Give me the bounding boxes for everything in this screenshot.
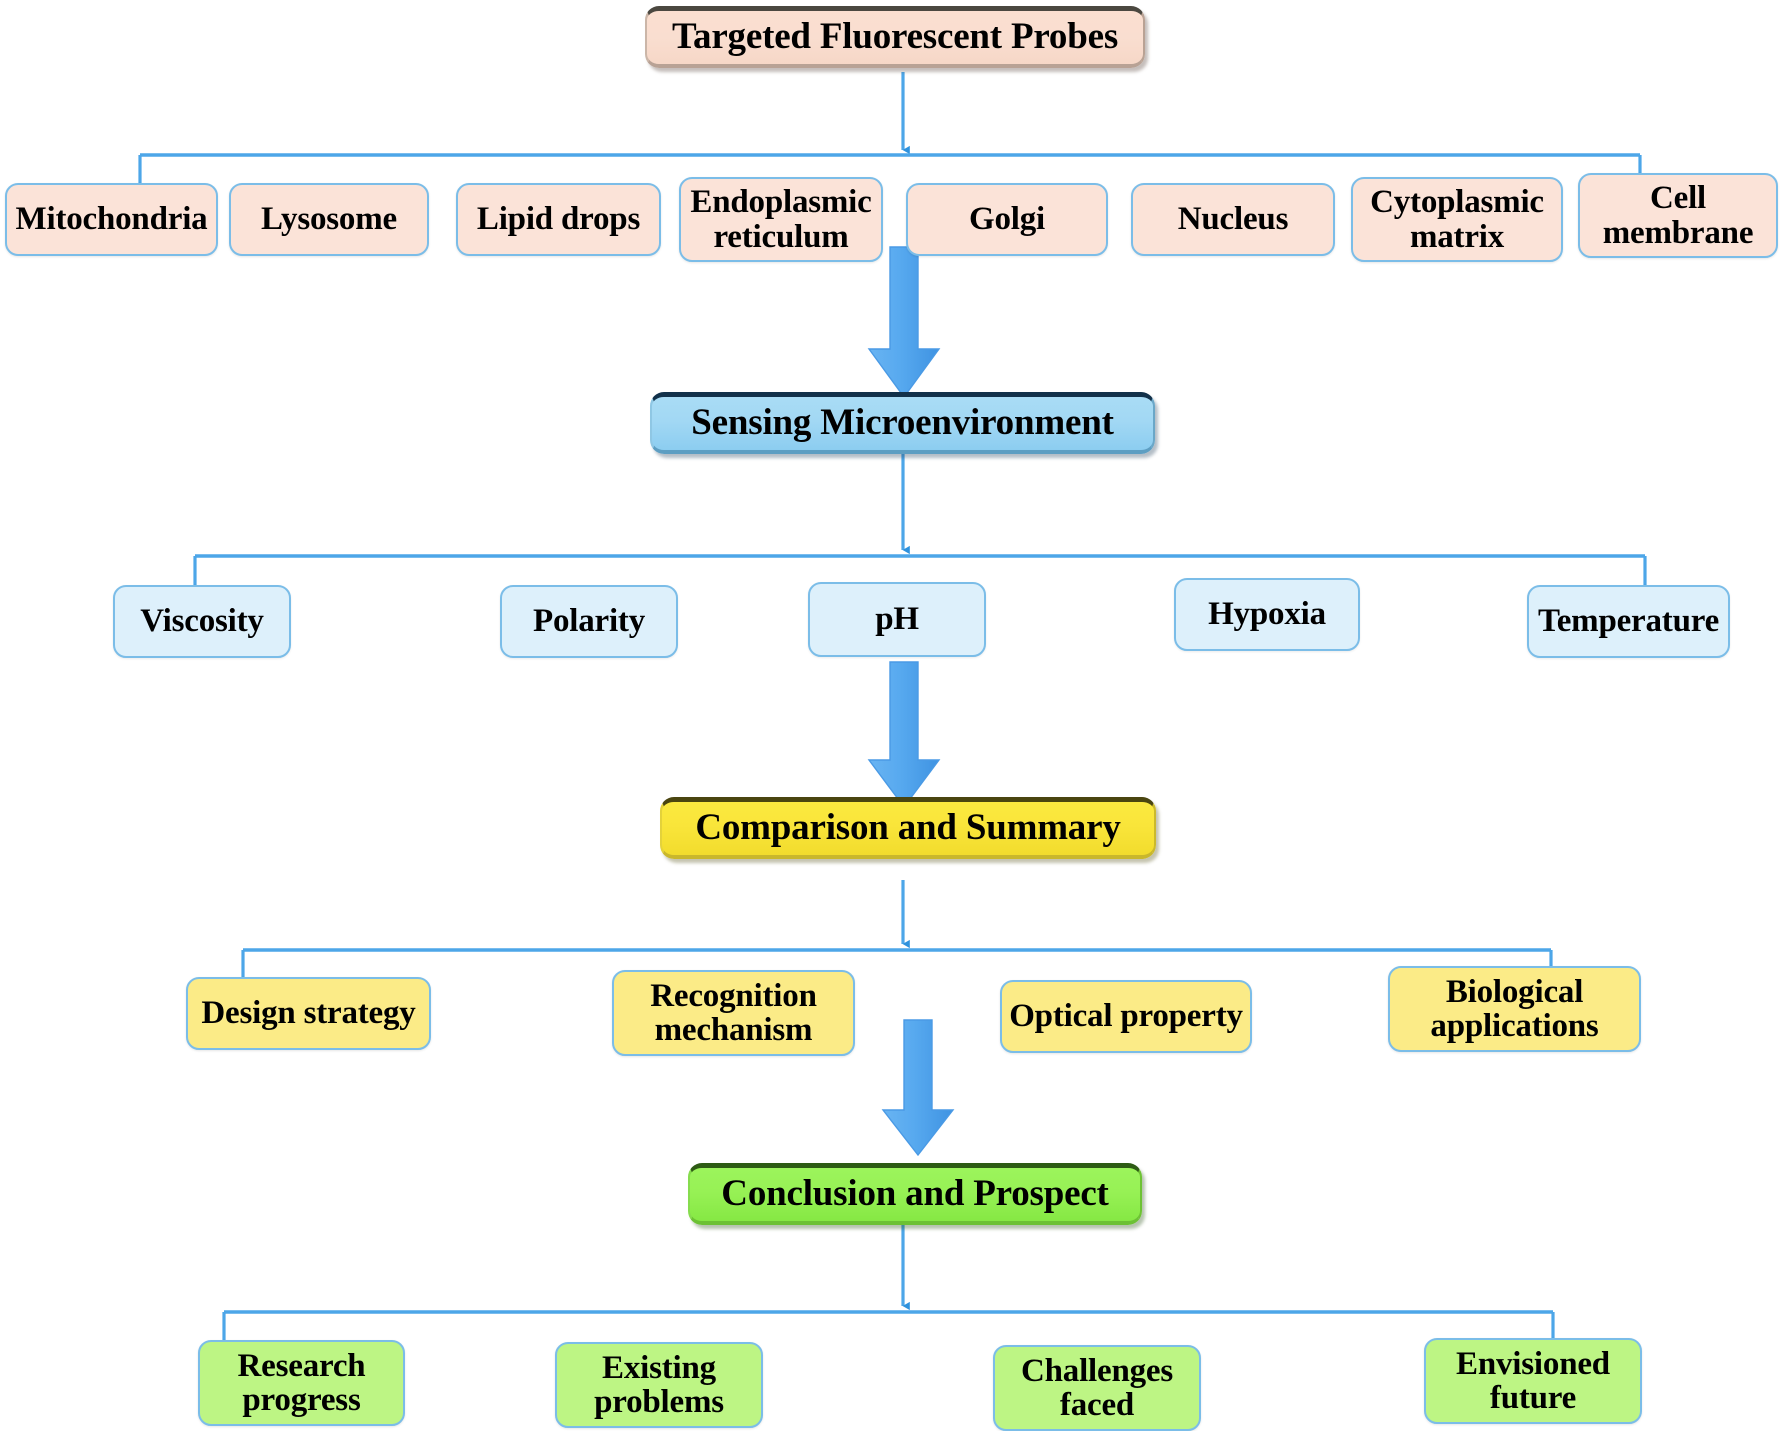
node-label: Nucleus [1177,201,1289,238]
node-label: Lipid drops [476,201,641,238]
node-temperature[interactable]: Temperature [1527,585,1730,658]
node-recognition-mechanism[interactable]: Recognition mechanism [612,970,855,1056]
node-label: Mitochondria [15,201,208,238]
node-cell-membrane[interactable]: Cell membrane [1578,173,1778,258]
node-nucleus[interactable]: Nucleus [1131,183,1335,256]
node-polarity[interactable]: Polarity [500,585,678,658]
node-label: Design strategy [201,995,416,1032]
node-sensing-microenvironment[interactable]: Sensing Microenvironment [650,392,1155,454]
node-label-line1: Existing [602,1349,716,1386]
node-lysosome[interactable]: Lysosome [229,183,429,256]
node-mitochondria[interactable]: Mitochondria [5,183,218,256]
node-label-line2: applications [1430,1008,1599,1044]
node-label-line1: Cytoplasmic [1370,184,1544,221]
node-ph[interactable]: pH [808,582,986,657]
node-existing-problems[interactable]: Existing problems [555,1342,763,1428]
node-label: Conclusion and Prospect [721,1173,1109,1215]
node-label-line2: problems [594,1384,724,1420]
node-label-line2: future [1489,1380,1577,1416]
node-label: Temperature [1537,603,1720,640]
node-label-line2: progress [242,1382,361,1418]
node-design-strategy[interactable]: Design strategy [186,977,431,1050]
node-label-line2: mechanism [654,1012,813,1048]
node-label: Optical property [1009,998,1243,1035]
node-optical-property[interactable]: Optical property [1000,980,1252,1053]
node-label-line2: faced [1059,1387,1135,1423]
node-label-line1: Endoplasmic [690,184,872,221]
node-label: Polarity [532,603,646,640]
block-arrow-properties-to-comparison [867,661,941,809]
node-label: Hypoxia [1208,596,1326,633]
node-label-line2: matrix [1409,218,1505,255]
node-label-line1: Biological [1445,973,1584,1010]
node-research-progress[interactable]: Research progress [198,1340,405,1426]
node-label-line2: reticulum [713,218,849,255]
node-challenges-faced[interactable]: Challenges faced [993,1345,1201,1431]
node-label-line2: membrane [1602,214,1754,251]
node-lipid-drops[interactable]: Lipid drops [456,183,661,256]
node-viscosity[interactable]: Viscosity [113,585,291,658]
node-label-line1: Challenges [1020,1352,1173,1389]
node-label: Targeted Fluorescent Probes [671,16,1119,58]
node-biological-applications[interactable]: Biological applications [1388,966,1641,1052]
node-cytoplasmic-matrix[interactable]: Cytoplasmic matrix [1351,177,1563,262]
node-label: Sensing Microenvironment [691,402,1114,444]
node-label: Golgi [968,201,1045,238]
node-label-line1: Recognition [650,977,817,1014]
node-envisioned-future[interactable]: Envisioned future [1424,1338,1642,1424]
node-label-line1: Envisioned [1456,1345,1610,1382]
node-comparison-and-summary[interactable]: Comparison and Summary [660,797,1156,859]
node-hypoxia[interactable]: Hypoxia [1174,578,1360,651]
node-targeted-fluorescent-probes[interactable]: Targeted Fluorescent Probes [645,6,1145,68]
node-label-line1: Cell [1649,180,1706,217]
node-label: Comparison and Summary [695,807,1121,849]
block-arrow-organelles-to-sensing [867,246,941,399]
node-endoplasmic-reticulum[interactable]: Endoplasmic reticulum [679,177,883,262]
block-arrow-aspects-to-conclusion [881,1019,955,1157]
node-label: Lysosome [261,201,397,238]
node-label: pH [875,601,919,638]
node-conclusion-and-prospect[interactable]: Conclusion and Prospect [688,1163,1142,1225]
node-golgi[interactable]: Golgi [906,183,1108,256]
node-label-line1: Research [237,1347,366,1384]
node-label: Viscosity [140,603,264,640]
